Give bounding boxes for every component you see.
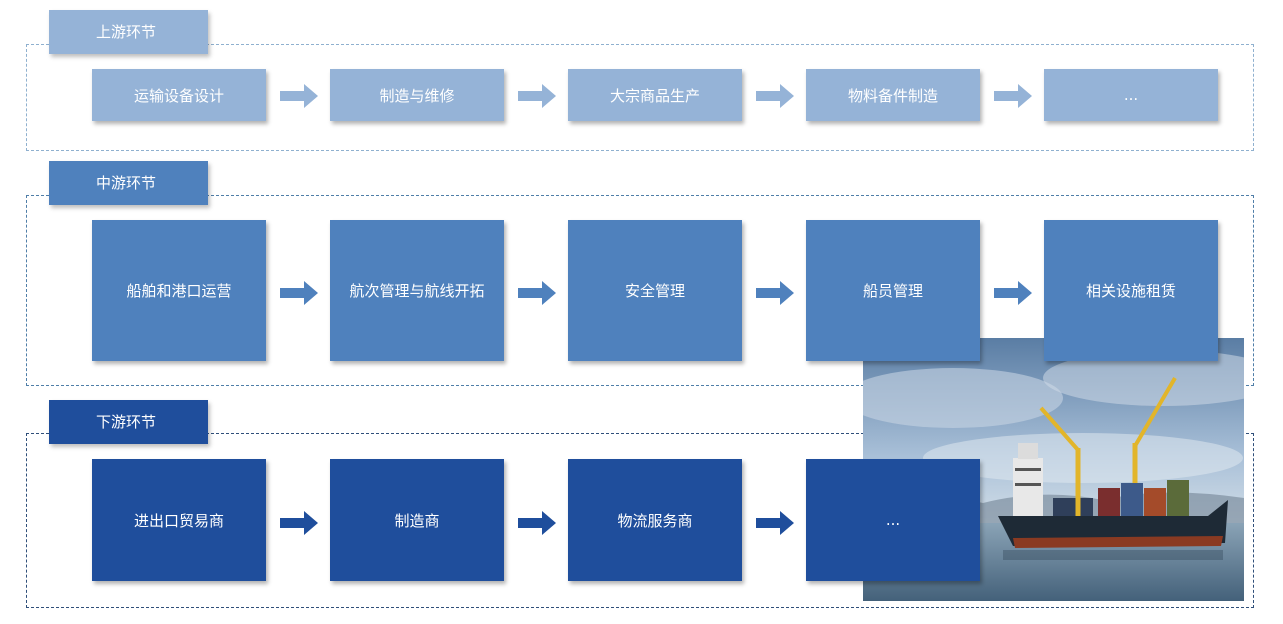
right-block-arrow-icon [518, 511, 556, 535]
right-block-arrow-icon [756, 84, 794, 108]
right-block-arrow-icon [518, 84, 556, 108]
downstream-step-2: 制造商 [330, 459, 504, 581]
upstream-step-5: ... [1044, 69, 1218, 121]
midstream-section-frame [26, 195, 1254, 386]
upstream-step-1: 运输设备设计 [92, 69, 266, 121]
upstream-section-tag: 上游环节 [49, 10, 208, 54]
right-block-arrow-icon [280, 511, 318, 535]
upstream-section-frame [26, 44, 1254, 151]
downstream-section-tag: 下游环节 [49, 400, 208, 444]
midstream-step-3: 安全管理 [568, 220, 742, 361]
upstream-step-4: 物料备件制造 [806, 69, 980, 121]
upstream-step-2: 制造与维修 [330, 69, 504, 121]
right-block-arrow-icon [994, 84, 1032, 108]
downstream-step-4: ... [806, 459, 980, 581]
downstream-step-1: 进出口贸易商 [92, 459, 266, 581]
right-block-arrow-icon [756, 281, 794, 305]
right-block-arrow-icon [280, 84, 318, 108]
upstream-step-3: 大宗商品生产 [568, 69, 742, 121]
midstream-step-1: 船舶和港口运营 [92, 220, 266, 361]
midstream-step-5: 相关设施租赁 [1044, 220, 1218, 361]
right-block-arrow-icon [280, 281, 318, 305]
downstream-step-3: 物流服务商 [568, 459, 742, 581]
right-block-arrow-icon [518, 281, 556, 305]
midstream-step-2: 航次管理与航线开拓 [330, 220, 504, 361]
right-block-arrow-icon [756, 511, 794, 535]
downstream-section-frame [26, 433, 1254, 608]
midstream-section-tag: 中游环节 [49, 161, 208, 205]
right-block-arrow-icon [994, 281, 1032, 305]
midstream-step-4: 船员管理 [806, 220, 980, 361]
